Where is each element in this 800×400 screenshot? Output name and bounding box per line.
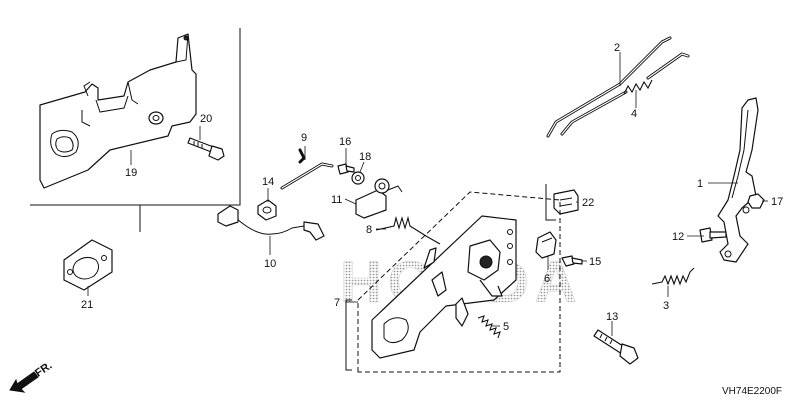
part-4-spring-rod bbox=[560, 52, 690, 136]
part-9-rod bbox=[280, 148, 334, 190]
callout-20: 20 bbox=[200, 113, 212, 125]
callout-15: 15 bbox=[589, 256, 601, 268]
part-10-cable bbox=[217, 205, 325, 241]
callout-18: 18 bbox=[359, 151, 371, 163]
part-17-nut bbox=[747, 193, 765, 209]
leader-lines bbox=[87, 52, 768, 336]
part-1-lever-bracket bbox=[717, 97, 759, 263]
callout-21: 21 bbox=[81, 299, 93, 311]
callout-8: 8 bbox=[366, 224, 372, 236]
callout-12: 12 bbox=[672, 231, 684, 243]
part-7-group-box bbox=[357, 191, 561, 373]
inset-frame-lines bbox=[30, 28, 241, 232]
part-18-washer bbox=[351, 171, 365, 185]
part-7-base-plate bbox=[371, 215, 517, 359]
part-3-spring bbox=[651, 267, 695, 286]
part-5-spring bbox=[477, 315, 501, 339]
callout-10: 10 bbox=[264, 258, 276, 270]
callout-19: 19 bbox=[125, 167, 137, 179]
callout-14: 14 bbox=[262, 176, 274, 188]
part-7-bracket bbox=[345, 299, 352, 371]
part-2-rod bbox=[546, 36, 672, 138]
part-8-spring bbox=[375, 215, 441, 245]
part-16-screw bbox=[337, 163, 355, 175]
callout-6: 6 bbox=[544, 273, 550, 285]
callout-2: 2 bbox=[614, 42, 620, 54]
part-15-screw bbox=[561, 255, 583, 267]
part-22-clamp bbox=[545, 184, 579, 221]
callout-5: 5 bbox=[503, 321, 509, 333]
callout-17: 17 bbox=[771, 196, 783, 208]
callout-7: 7 bbox=[334, 297, 340, 309]
callout-22: 22 bbox=[582, 197, 594, 209]
part-12-bolt bbox=[699, 227, 727, 243]
callout-4: 4 bbox=[631, 108, 637, 120]
part-21-gasket bbox=[63, 239, 113, 291]
part-20-bolt bbox=[187, 137, 225, 161]
part-13-bolt bbox=[593, 329, 639, 365]
part-14-clip bbox=[257, 199, 277, 221]
callout-1: 1 bbox=[697, 178, 703, 190]
callout-9: 9 bbox=[301, 132, 307, 144]
part-6-block bbox=[535, 231, 557, 259]
part-19-cover-plate bbox=[39, 33, 197, 189]
front-direction-arrow: FR. bbox=[9, 360, 54, 393]
callout-13: 13 bbox=[606, 311, 618, 323]
callout-3: 3 bbox=[663, 300, 669, 312]
callout-16: 16 bbox=[339, 136, 351, 148]
part-11-lever bbox=[355, 178, 403, 219]
catalog-code: VH74E2200F bbox=[722, 386, 782, 397]
callout-11: 11 bbox=[331, 194, 342, 206]
